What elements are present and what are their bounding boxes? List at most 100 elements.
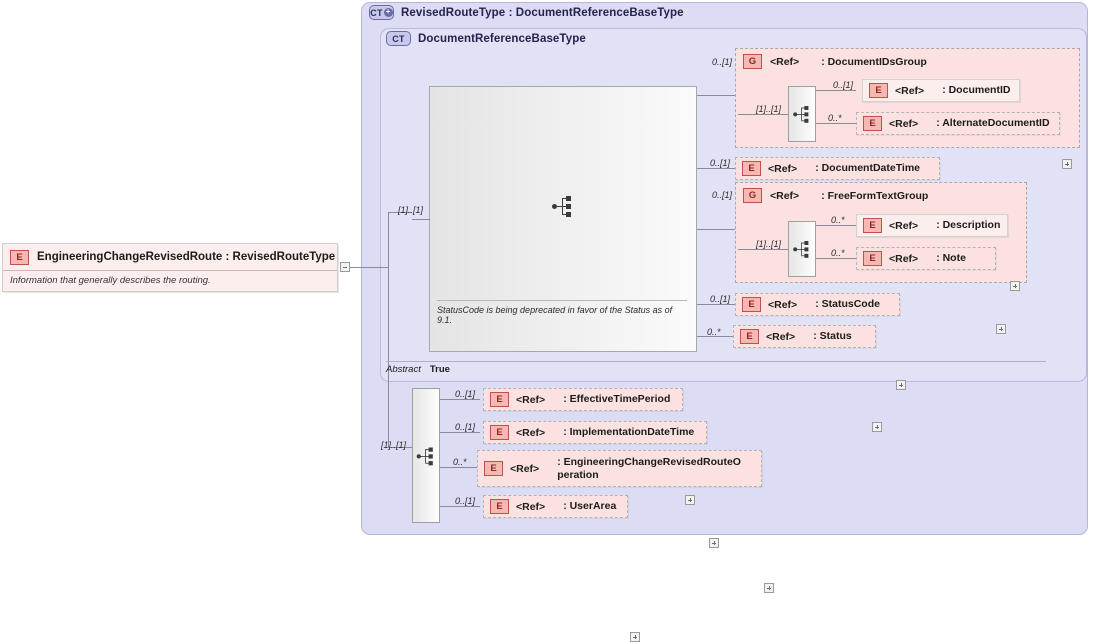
- root-element-header: E EngineeringChangeRevisedRoute : Revise…: [3, 244, 337, 271]
- root-element-box[interactable]: E EngineeringChangeRevisedRoute : Revise…: [2, 243, 338, 292]
- inner-complextype-header: CT DocumentReferenceBaseType: [386, 31, 586, 46]
- element-name-label: : EffectiveTimePeriod: [563, 393, 671, 405]
- connector-to-implementationdatetime: [440, 432, 480, 433]
- element-name-label: : DocumentDateTime: [815, 162, 921, 174]
- abstract-row: Abstract True: [386, 364, 450, 375]
- group-badge-icon: G: [743, 188, 762, 203]
- expand-toggle-description[interactable]: [1010, 281, 1020, 291]
- documentids-group-cardinality: 0..[1]: [712, 57, 733, 67]
- documentids-sequence-panel[interactable]: [788, 86, 816, 142]
- element-badge-icon: E: [10, 249, 29, 265]
- implementationdatetime-cardinality: 0..[1]: [455, 422, 476, 432]
- alternatedocumentid-cardinality: 0..*: [828, 113, 842, 123]
- connector-to-freeformtext-group: [697, 229, 735, 230]
- connector-to-alternatedocumentid: [816, 123, 856, 124]
- element-row-userarea[interactable]: E <Ref> : UserArea: [483, 495, 628, 518]
- expand-toggle-operation[interactable]: [764, 583, 774, 593]
- element-ref-label: <Ref>: [889, 219, 919, 232]
- group-name-label: : FreeFormTextGroup: [821, 189, 929, 202]
- element-row-engineeringchangerevisedrouteoperation[interactable]: E <Ref> : EngineeringChangeRevisedRouteO…: [477, 450, 762, 487]
- sequence-dot: [552, 204, 557, 209]
- element-row-description[interactable]: E <Ref> : Description: [856, 214, 1008, 237]
- connector-to-status: [697, 336, 735, 337]
- description-cardinality: 0..*: [831, 215, 845, 225]
- outer-complextype-header: CT+ RevisedRouteType : DocumentReference…: [369, 5, 684, 20]
- element-badge-icon: E: [484, 461, 503, 476]
- element-ref-label: <Ref>: [516, 393, 546, 406]
- complextype-badge-icon[interactable]: CT+: [369, 5, 394, 20]
- expand-toggle-implementationdatetime[interactable]: [709, 538, 719, 548]
- root-element-documentation: Information that generally describes the…: [10, 275, 211, 286]
- group-name-label: : DocumentIDsGroup: [821, 55, 927, 68]
- expand-toggle-statuscode[interactable]: [896, 380, 906, 390]
- connector-outer-spine: [388, 212, 389, 447]
- element-badge-icon: E: [742, 297, 761, 312]
- element-row-statuscode[interactable]: E <Ref> : StatusCode: [735, 293, 900, 316]
- element-badge-icon: E: [863, 116, 882, 131]
- element-name-label: : ImplementationDateTime: [563, 426, 695, 438]
- element-badge-icon: E: [869, 83, 888, 98]
- element-ref-label: <Ref>: [516, 500, 546, 513]
- group-ref-label: <Ref>: [770, 55, 800, 68]
- complextype-badge-label: CT: [370, 7, 383, 18]
- element-badge-icon: E: [490, 392, 509, 407]
- group-ref-label: <Ref>: [770, 189, 800, 202]
- expand-toggle-userarea[interactable]: [630, 632, 640, 642]
- connector-to-note: [816, 258, 856, 259]
- abstract-divider: [386, 361, 1046, 362]
- element-row-alternatedocumentid[interactable]: E <Ref> : AlternateDocumentID: [856, 112, 1060, 135]
- documentid-cardinality: 0..[1]: [833, 80, 854, 90]
- element-badge-icon: E: [490, 499, 509, 514]
- abstract-label: Abstract: [386, 364, 421, 375]
- sequence-node: [566, 196, 571, 201]
- sequence-compositor-icon: [793, 106, 811, 123]
- abstract-value: True: [429, 364, 450, 375]
- deprecation-divider: [437, 300, 687, 301]
- operation-cardinality: 0..*: [453, 457, 467, 467]
- connector-inner-ct-to-sequence: [412, 219, 430, 220]
- element-row-implementationdatetime[interactable]: E <Ref> : ImplementationDateTime: [483, 421, 707, 444]
- element-name-label: : UserArea: [563, 500, 617, 512]
- element-ref-label: <Ref>: [766, 330, 796, 343]
- element-badge-icon: E: [742, 161, 761, 176]
- expand-plus-icon[interactable]: +: [383, 8, 393, 17]
- expand-toggle-effectivetimeperiod[interactable]: [685, 495, 695, 505]
- connector-to-description: [816, 225, 856, 226]
- element-name-label: : DocumentID: [942, 84, 1011, 96]
- connector-to-documentids-group: [697, 95, 735, 96]
- group-badge-icon: G: [743, 54, 762, 69]
- statuscode-cardinality: 0..[1]: [710, 294, 731, 304]
- sequence-compositor-icon[interactable]: [552, 196, 574, 217]
- element-ref-label: <Ref>: [889, 117, 919, 130]
- freeformtext-inner-cardinality: [1]..[1]: [756, 239, 782, 249]
- bottom-sequence-panel[interactable]: [412, 388, 440, 523]
- documentids-group-header: G <Ref> : DocumentIDsGroup: [736, 49, 1079, 69]
- connector-to-inner-ct: [388, 212, 412, 213]
- element-row-status[interactable]: E <Ref> : Status: [733, 325, 876, 348]
- element-badge-icon: E: [490, 425, 509, 440]
- bottom-sequence-cardinality: [1]..[1]: [381, 440, 407, 450]
- complextype-badge-icon[interactable]: CT: [386, 31, 411, 46]
- outer-complextype-title: RevisedRouteType : DocumentReferenceBase…: [401, 6, 684, 19]
- sequence-arm: [562, 206, 567, 207]
- element-name-label: : Description: [936, 219, 1001, 231]
- element-row-documentdatetime[interactable]: E <Ref> : DocumentDateTime: [735, 157, 940, 180]
- connector-to-operation: [440, 467, 477, 468]
- connector-to-documentdatetime: [697, 168, 735, 169]
- freeformtext-sequence-panel[interactable]: [788, 221, 816, 277]
- element-name-label: : EngineeringChangeRevisedRouteOperation: [557, 455, 741, 481]
- expand-toggle-alternatedocumentid[interactable]: [1062, 159, 1072, 169]
- note-cardinality: 0..*: [831, 248, 845, 258]
- element-row-effectivetimeperiod[interactable]: E <Ref> : EffectiveTimePeriod: [483, 388, 683, 411]
- root-collapse-toggle[interactable]: [340, 262, 350, 272]
- element-ref-label: <Ref>: [895, 84, 925, 97]
- documentids-inner-cardinality: [1]..[1]: [756, 104, 782, 114]
- element-row-documentid[interactable]: E <Ref> : DocumentID: [862, 79, 1020, 102]
- expand-toggle-note[interactable]: [996, 324, 1006, 334]
- element-badge-icon: E: [863, 251, 882, 266]
- documentdatetime-cardinality: 0..[1]: [710, 158, 731, 168]
- sequence-stem: [556, 206, 562, 207]
- expand-toggle-status[interactable]: [872, 422, 882, 432]
- element-row-note[interactable]: E <Ref> : Note: [856, 247, 996, 270]
- element-name-label: : AlternateDocumentID: [936, 117, 1050, 129]
